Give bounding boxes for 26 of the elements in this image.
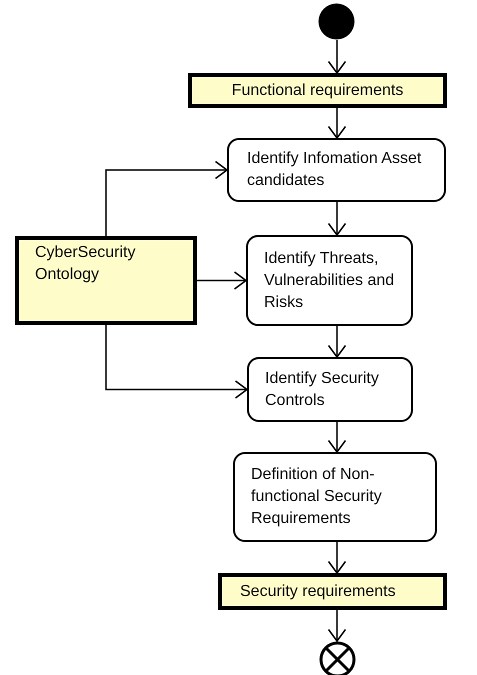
final-node	[319, 641, 356, 675]
object-box	[218, 573, 447, 610]
node-label: Security requirements	[240, 582, 396, 602]
arrow	[328, 326, 346, 358]
arrow	[328, 202, 346, 236]
object-box	[188, 73, 447, 108]
action-box	[233, 452, 437, 542]
action-box	[227, 138, 446, 202]
arrow	[105, 160, 228, 236]
node-label: Identify Threats, Vulnerabilities and Risks	[264, 248, 396, 312]
arrow	[328, 108, 346, 139]
arrow	[328, 542, 346, 574]
arrow	[328, 610, 346, 642]
node-label: Definition of Non-functional Security Requirements	[251, 465, 383, 529]
arrow	[328, 40, 346, 74]
node-label: CyberSecurity Ontology	[35, 243, 136, 285]
node-label: Functional requirements	[232, 80, 404, 100]
object-box	[15, 236, 197, 325]
action-box	[247, 357, 413, 422]
node-label: Identify Security Controls	[265, 368, 380, 410]
node-label: Identify Infomation Asset candidates	[247, 149, 422, 191]
arrow	[328, 422, 346, 453]
action-box	[246, 235, 413, 326]
initial-node	[318, 3, 355, 40]
arrow	[197, 271, 247, 290]
arrow	[105, 325, 248, 399]
